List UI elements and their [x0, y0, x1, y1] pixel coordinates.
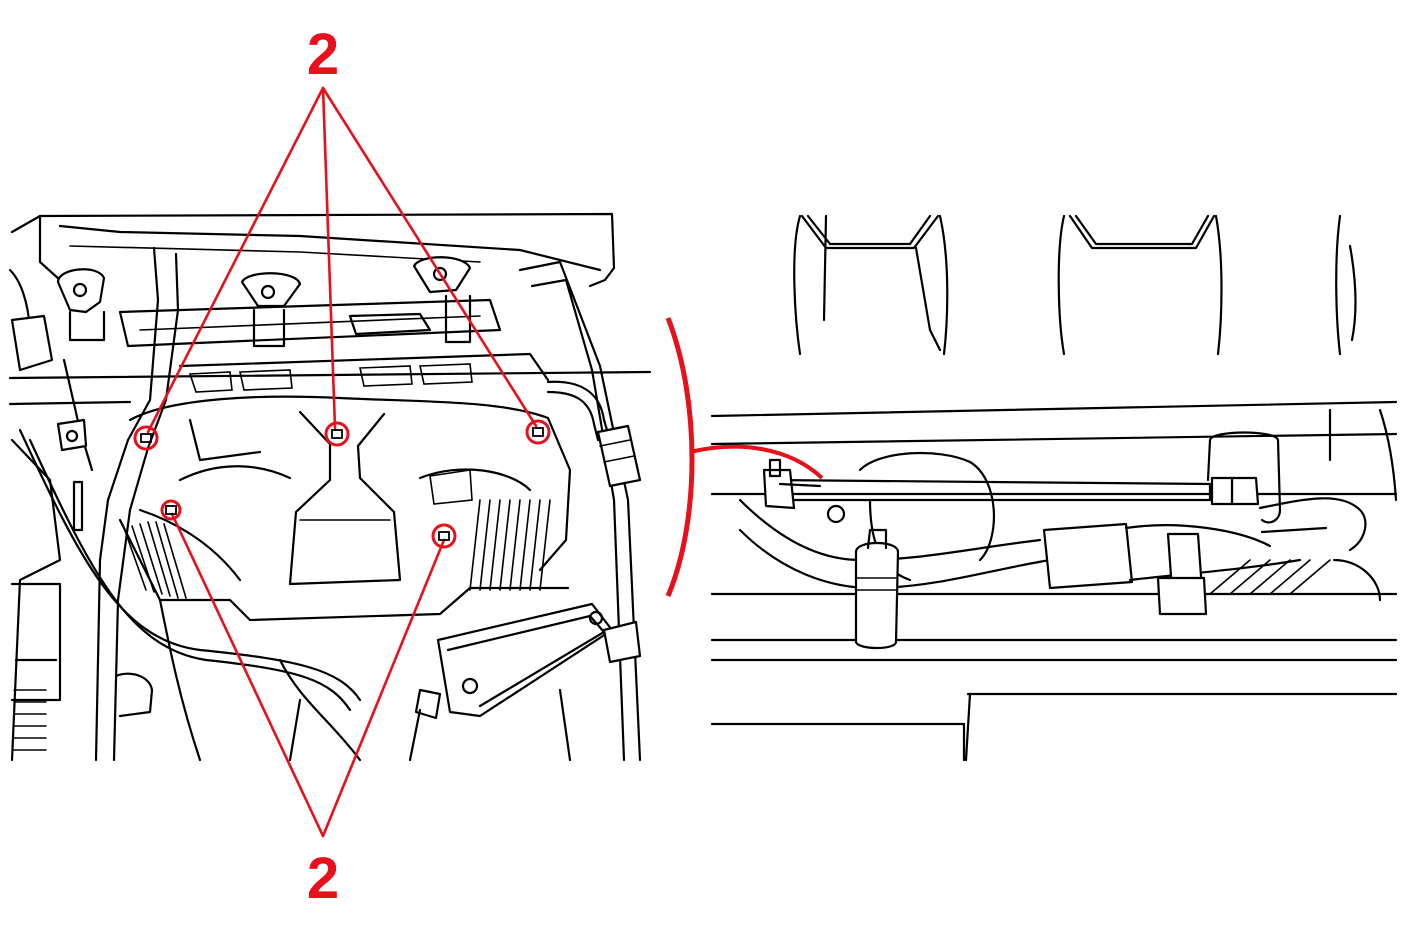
callout-group-bottom: 2 — [170, 512, 446, 911]
circled-bolt-icon — [324, 421, 350, 447]
circled-bolt-icon — [133, 425, 159, 451]
bolt-markers — [133, 419, 551, 549]
view-link-bracket — [665, 317, 824, 597]
callout-group-top: 2 — [146, 22, 538, 434]
bracket-arrow-icon — [665, 317, 695, 597]
callout-label-top: 2 — [307, 22, 339, 87]
circled-bolt-icon — [160, 499, 182, 521]
right-engine-view — [710, 214, 1398, 762]
callout-label-bottom: 2 — [307, 846, 339, 911]
circled-bolt-icon — [525, 419, 551, 445]
left-engine-view — [8, 212, 652, 762]
circled-bolt-icon — [431, 523, 457, 549]
